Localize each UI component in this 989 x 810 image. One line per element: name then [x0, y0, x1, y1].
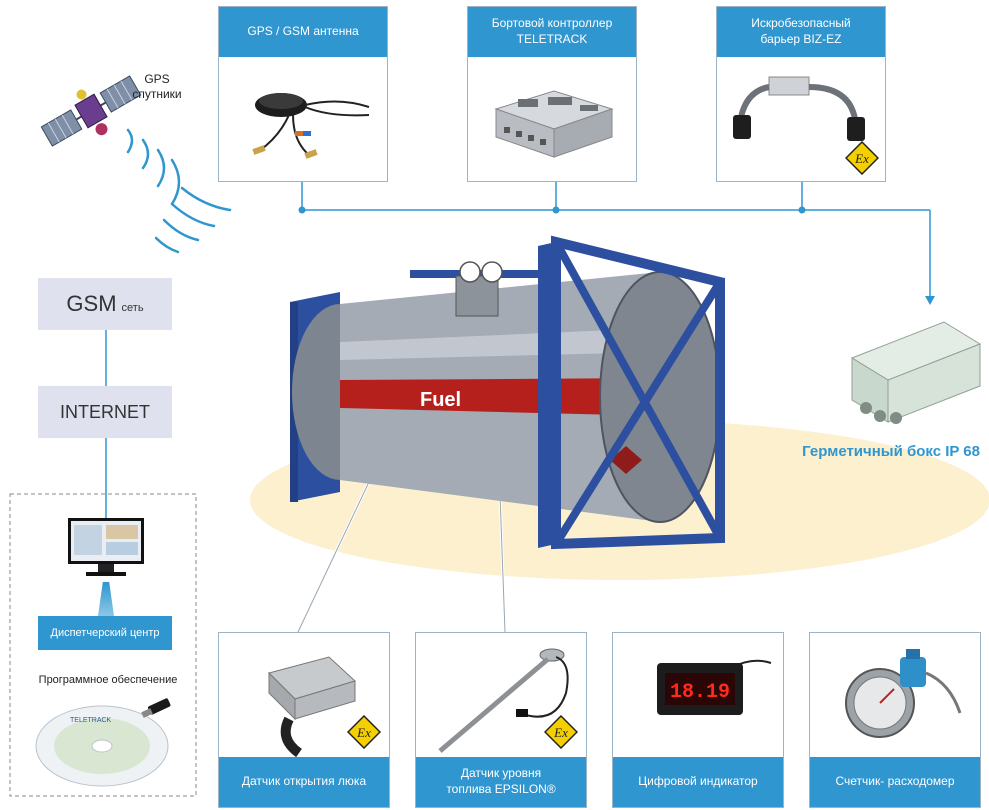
tank-fuel-label: Fuel [420, 389, 461, 411]
card-fuel-sensor: Ex Датчик уровня топлива EPSILON® [415, 632, 587, 808]
bus-node-controller [552, 206, 560, 214]
satellite-label-line1: GPS [144, 72, 170, 86]
fuel-sensor-icon [438, 648, 569, 753]
card-fuel-sensor-title-line1: Датчик уровня [460, 766, 542, 781]
card-barrier: Искробезопасный барьер BIZ-EZ Ex [716, 6, 886, 182]
bus-arrow-head [925, 296, 935, 305]
cd-brand-text: TELETRACK [70, 717, 112, 724]
card-gps-antenna: GPS / GSM антенна [218, 6, 388, 182]
bus-node-antenna [298, 206, 306, 214]
software-cd-icon: TELETRACK [35, 698, 171, 787]
card-barrier-title-line2: барьер BIZ-EZ [760, 32, 842, 46]
fuel-tank-container: Fuel [290, 235, 725, 550]
sealed-box-label: Герметичный бокс IP 68 [802, 443, 980, 460]
card-flow-meter-title: Счетчик- расходомер [810, 757, 980, 807]
card-hatch-sensor-title: Датчик открытия люка [219, 757, 389, 807]
card-fuel-sensor-title-line2: топлива EPSILON® [446, 782, 556, 796]
antenna-icon [252, 93, 370, 159]
card-digital-indicator-title: Цифровой индикатор [613, 757, 783, 807]
ex-icon-label: Ex [553, 725, 568, 740]
flow-meter-icon [845, 649, 962, 738]
card-barrier-title-line1: Искробезопасный [751, 16, 851, 31]
card-fuel-sensor-title: Датчик уровня топлива EPSILON® [416, 757, 586, 807]
card-flow-meter: Счетчик- расходомер [809, 632, 981, 808]
card-controller-title-line2: TELETRACK [516, 32, 588, 46]
monitor-beam [98, 582, 114, 616]
card-controller-title: Бортовой контроллер TELETRACK [468, 7, 636, 57]
card-hatch-sensor: Ex Датчик открытия люка [218, 632, 390, 808]
digital-indicator-value: 18.19 [670, 681, 730, 704]
card-gps-antenna-title: GPS / GSM антенна [219, 7, 387, 57]
ex-icon-label: Ex [854, 151, 869, 166]
dispatch-center-label: Диспетчерский центр [38, 616, 172, 650]
satellite-label: GPS спутники [122, 72, 192, 102]
ex-icon-label: Ex [356, 725, 371, 740]
card-controller: Бортовой контроллер TELETRACK [467, 6, 637, 182]
digital-indicator-icon: 18.19 [657, 659, 772, 715]
hatch-sensor-icon [268, 656, 356, 757]
controller-icon [494, 90, 614, 158]
internet-label: INTERNET [60, 401, 150, 422]
card-barrier-title: Искробезопасный барьер BIZ-EZ [717, 7, 885, 57]
ex-icon: Ex [347, 715, 381, 749]
internet-box: INTERNET [38, 386, 172, 438]
dispatch-frame [9, 493, 197, 797]
barrier-icon [733, 76, 865, 141]
satellite-label-line2: спутники [132, 87, 182, 101]
gsm-network-box: GSM сеть [38, 278, 172, 330]
software-label: Программное обеспечение [38, 674, 178, 686]
gsm-network-label: GSM [66, 291, 117, 316]
gsm-network-suffix: сеть [121, 302, 144, 314]
card-controller-title-line1: Бортовой контроллер [491, 16, 613, 31]
satellite-icon [40, 75, 142, 147]
bus-node-barrier [798, 206, 806, 214]
signal-waves [126, 128, 232, 254]
card-digital-indicator: 18.19 Цифровой индикатор [612, 632, 784, 808]
sealed-box-icon [850, 321, 982, 424]
ex-icon: Ex [544, 715, 578, 749]
monitor-icon [68, 518, 144, 576]
ex-icon: Ex [845, 141, 879, 175]
